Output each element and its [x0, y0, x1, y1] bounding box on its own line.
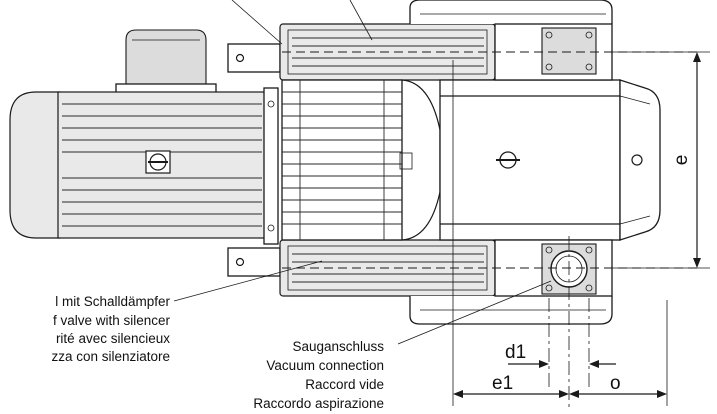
dim-e-label: e	[671, 155, 692, 166]
dim-e1-label: e1	[492, 373, 513, 394]
relief-valve-it: zza con silenziatore	[51, 349, 170, 364]
centerlines	[282, 51, 700, 410]
motor	[9, 29, 279, 245]
top-flange	[541, 27, 597, 75]
drain-plug-icon	[496, 151, 520, 169]
suction-de: Sauganschluss	[292, 339, 384, 354]
dim-d1-label: d1	[505, 342, 526, 363]
housing-transition	[401, 79, 441, 241]
end-cap	[619, 79, 661, 241]
upper-cover	[409, 0, 613, 24]
leader-lines	[173, 0, 552, 345]
motor-flange	[263, 87, 279, 245]
suction-connection-label: Sauganschluss Vacuum connection Raccord …	[253, 339, 384, 411]
relief-valve-en: f valve with silencer	[53, 313, 171, 328]
dimensions: e d1 e1 o	[453, 51, 710, 398]
relief-valve-de: l mit Schalldämpfer	[55, 294, 170, 309]
relief-valve-fr: rité avec silencieux	[56, 331, 170, 346]
dim-o-label: o	[610, 373, 621, 394]
terminal-box	[125, 29, 207, 85]
rotation-arrow-icon	[145, 150, 171, 174]
pump-housing	[227, 0, 661, 325]
suction-fr: Raccord vide	[305, 377, 384, 392]
suction-en: Vacuum connection	[266, 358, 384, 373]
main-cylinder	[439, 79, 621, 241]
cooling-block	[281, 79, 403, 241]
suction-it: Raccordo aspirazione	[253, 396, 384, 411]
relief-valve-label: l mit Schalldämpfer f valve with silence…	[51, 294, 170, 364]
top-lug	[227, 43, 281, 73]
fan-cover	[9, 91, 61, 239]
pump-fins	[282, 80, 402, 240]
bottom-lug	[227, 247, 281, 277]
